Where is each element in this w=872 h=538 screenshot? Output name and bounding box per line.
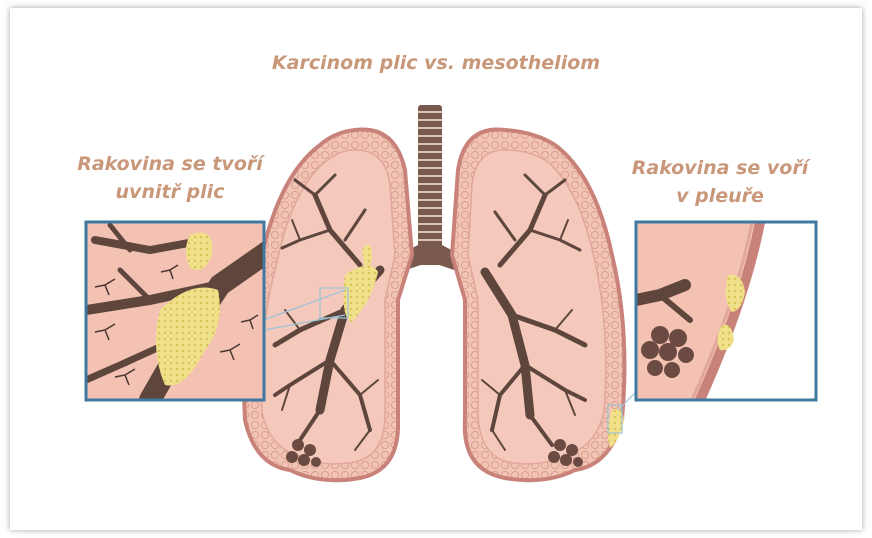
right-lung <box>452 130 624 481</box>
diagram-title: Karcinom plic vs. mesotheliom <box>0 50 872 78</box>
right-caption-line2: v pleuře <box>605 183 835 211</box>
left-zoom-inset <box>86 222 270 400</box>
left-caption-line2: uvnitř plic <box>55 179 285 207</box>
left-caption-line1: Rakovina se tvoří <box>55 151 285 179</box>
right-caption: Rakovina se voří v pleuře <box>605 155 835 210</box>
right-zoom-inset <box>636 222 816 400</box>
right-caption-line1: Rakovina se voří <box>605 155 835 183</box>
left-caption: Rakovina se tvoří uvnitř plic <box>55 151 285 206</box>
